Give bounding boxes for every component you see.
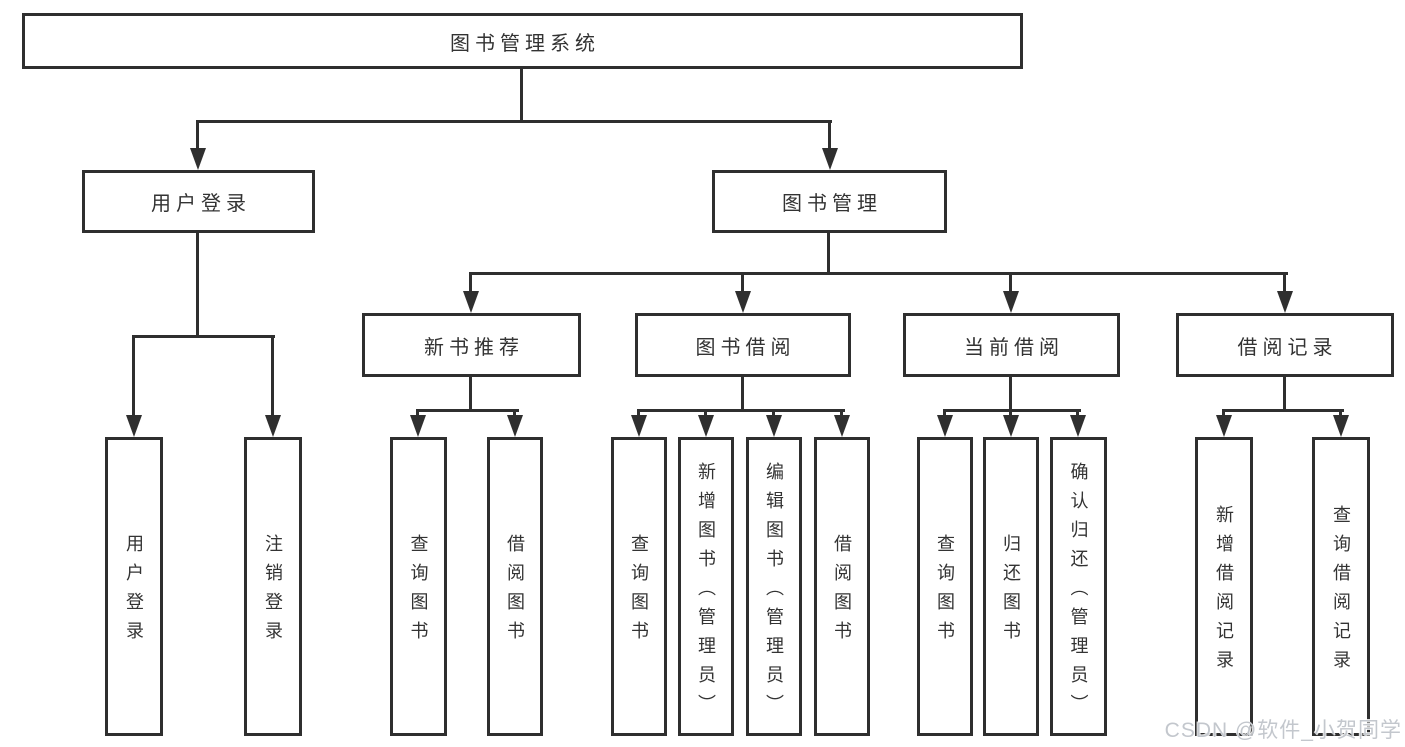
connector-arrow-shaft xyxy=(772,409,775,418)
node-label: 归还图书 xyxy=(1001,534,1021,650)
csdn-watermark: CSDN @软件_小贺同学 xyxy=(1164,719,1402,742)
connector-arrow-shaft xyxy=(1009,272,1012,293)
arrowhead-down-icon xyxy=(937,415,953,437)
connector-arrow-shaft xyxy=(469,272,472,293)
arrowhead-down-icon xyxy=(766,415,782,437)
connector-arrow-shaft xyxy=(704,409,707,418)
node-new-book-recommend: 新书推荐 xyxy=(362,313,581,377)
leaf-logout: 注销登录 xyxy=(244,437,302,736)
leaf-add-borrow-record: 新增借阅记录 xyxy=(1195,437,1253,736)
connector-arrow-shaft xyxy=(1283,272,1286,293)
node-label: 用户登录 xyxy=(151,193,251,215)
node-label: 借阅图书 xyxy=(832,534,852,650)
node-label: 注销登录 xyxy=(263,534,283,650)
connector-arrow-shaft xyxy=(943,409,946,418)
leaf-borrow-books-2: 借阅图书 xyxy=(814,437,870,736)
node-current-borrowing: 当前借阅 xyxy=(903,313,1120,377)
connector-arrow-shaft xyxy=(1009,409,1012,418)
leaf-query-books-1: 查询图书 xyxy=(390,437,447,736)
connector-arrow-shaft xyxy=(840,409,843,418)
node-label: 确认归还（管理员） xyxy=(1068,461,1089,723)
arrowhead-down-icon xyxy=(1003,291,1019,313)
connector-new-book-crossbar xyxy=(416,409,519,412)
connector-root-crossbar xyxy=(196,120,832,123)
arrowhead-down-icon xyxy=(735,291,751,313)
leaf-user-login: 用户登录 xyxy=(105,437,163,736)
arrowhead-down-icon xyxy=(190,148,206,170)
connector-book-borrow-crossbar xyxy=(637,409,845,412)
node-borrowing-records: 借阅记录 xyxy=(1176,313,1394,377)
connector-arrow-shaft xyxy=(1339,409,1342,418)
arrowhead-down-icon xyxy=(410,415,426,437)
connector-borrow-record-crossbar xyxy=(1222,409,1344,412)
node-label: 图书管理系统 xyxy=(450,32,600,55)
arrowhead-down-icon xyxy=(631,415,647,437)
leaf-query-borrow-record: 查询借阅记录 xyxy=(1312,437,1370,736)
node-label: 用户登录 xyxy=(124,534,144,650)
arrowhead-down-icon xyxy=(698,415,714,437)
arrowhead-down-icon xyxy=(126,415,142,437)
node-book-management: 图书管理 xyxy=(712,170,947,233)
connector-book-mgmt-stem xyxy=(827,233,830,274)
node-label: 查询图书 xyxy=(935,534,955,650)
connector-root-stem xyxy=(520,69,523,122)
connector-arrow-shaft xyxy=(1222,409,1225,418)
leaf-borrow-books-1: 借阅图书 xyxy=(487,437,543,736)
node-label: 查询借阅记录 xyxy=(1331,505,1351,679)
connector-arrow-shaft xyxy=(416,409,419,418)
arrowhead-down-icon xyxy=(1070,415,1086,437)
node-label: 查询图书 xyxy=(629,534,649,650)
leaf-edit-books-admin: 编辑图书（管理员） xyxy=(746,437,802,736)
node-label: 新书推荐 xyxy=(424,336,524,359)
connector-book-mgmt-crossbar xyxy=(469,272,1288,275)
node-user-login: 用户登录 xyxy=(82,170,315,233)
connector-arrow-shaft xyxy=(513,409,516,418)
node-label: 当前借阅 xyxy=(964,336,1064,359)
connector-arrow-shaft xyxy=(637,409,640,418)
node-label: 新增借阅记录 xyxy=(1214,505,1234,679)
arrowhead-down-icon xyxy=(1277,291,1293,313)
node-label: 查询图书 xyxy=(408,534,429,650)
arrowhead-down-icon xyxy=(1216,415,1232,437)
connector-current-borrow-crossbar xyxy=(943,409,1081,412)
connector-book-borrow-stem xyxy=(741,377,744,412)
leaf-add-books-admin: 新增图书（管理员） xyxy=(678,437,734,736)
arrowhead-down-icon xyxy=(1333,415,1349,437)
arrowhead-down-icon xyxy=(822,148,838,170)
node-label: 借阅图书 xyxy=(505,534,525,650)
node-root-library-management-system: 图书管理系统 xyxy=(22,13,1023,69)
node-label: 借阅记录 xyxy=(1237,336,1338,359)
leaf-query-books-3: 查询图书 xyxy=(917,437,973,736)
connector-arrow-shaft xyxy=(271,335,274,417)
connector-new-book-stem xyxy=(469,377,472,412)
arrowhead-down-icon xyxy=(507,415,523,437)
connector-arrow-shaft xyxy=(196,120,199,152)
connector-current-borrow-stem xyxy=(1009,377,1012,412)
leaf-return-books: 归还图书 xyxy=(983,437,1039,736)
node-label: 图书借阅 xyxy=(695,336,796,359)
leaf-confirm-return-admin: 确认归还（管理员） xyxy=(1050,437,1107,736)
arrowhead-down-icon xyxy=(463,291,479,313)
connector-user-login-crossbar xyxy=(132,335,275,338)
node-book-borrowing: 图书借阅 xyxy=(635,313,851,377)
connector-borrow-record-stem xyxy=(1283,377,1286,412)
leaf-query-books-2: 查询图书 xyxy=(611,437,667,736)
connector-arrow-shaft xyxy=(1076,409,1079,418)
arrowhead-down-icon xyxy=(834,415,850,437)
arrowhead-down-icon xyxy=(265,415,281,437)
node-label: 新增图书（管理员） xyxy=(696,461,716,723)
connector-arrow-shaft xyxy=(132,335,135,417)
node-label: 图书管理 xyxy=(782,193,882,215)
connector-arrow-shaft xyxy=(741,272,744,293)
node-label: 编辑图书（管理员） xyxy=(764,461,784,723)
arrowhead-down-icon xyxy=(1003,415,1019,437)
connector-user-login-stem xyxy=(196,233,199,337)
connector-arrow-shaft xyxy=(828,120,831,152)
